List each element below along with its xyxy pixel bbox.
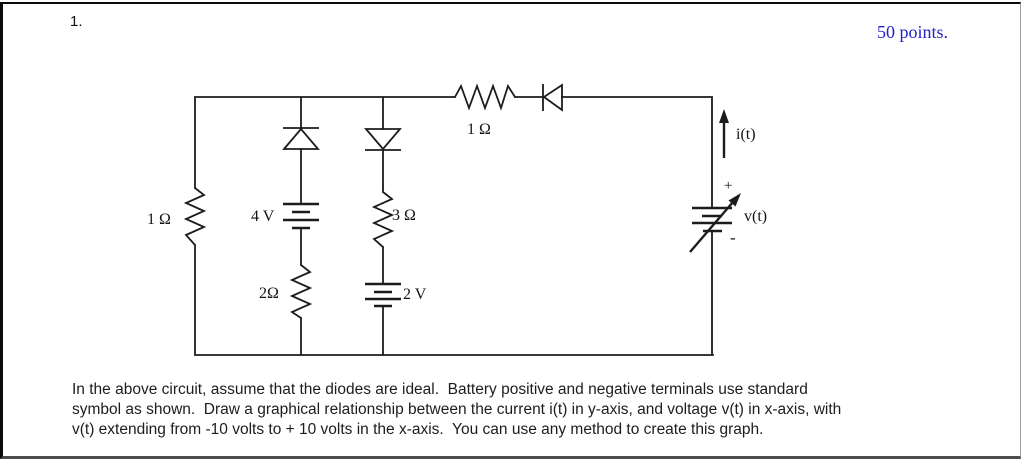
source-arrow-icon: [689, 193, 741, 253]
batteries: [283, 202, 732, 308]
top-resistor-1ohm: [454, 83, 516, 111]
current-arrow-icon: [719, 109, 729, 158]
source-minus-label: -: [730, 228, 736, 247]
diode-down-icon: [364, 128, 402, 151]
battery-2v-icon: [365, 282, 401, 308]
instruction-line-2: symbol as shown. Draw a graphical relati…: [72, 401, 842, 418]
left-resistor-label: 1 Ω: [147, 211, 171, 228]
circuit-wires: [194, 96, 714, 356]
problem-number: 1.: [70, 13, 83, 30]
left-resistor-1ohm: [183, 187, 207, 246]
resistor-3ohm-label: 3 Ω: [392, 207, 416, 224]
resistor-3ohm: [371, 191, 395, 248]
resistor-2ohm: [289, 264, 313, 319]
source-plus-label: +: [724, 178, 733, 194]
variable-source-icon: [692, 206, 732, 233]
resistor-2ohm-label: 2Ω: [259, 285, 279, 302]
top-resistor-label: 1 Ω: [467, 121, 491, 138]
battery-4v-label: 4 V: [251, 208, 275, 225]
instruction-line-1: In the above circuit, assume that the di…: [72, 381, 808, 398]
points-label: 50 points.: [877, 22, 949, 42]
page-border: [0, 2, 1021, 459]
voltage-label: v(t): [744, 208, 768, 225]
wire-network: [194, 96, 714, 356]
battery-2v-label: 2 V: [403, 286, 427, 303]
diodes: [282, 83, 563, 151]
diode-up-icon: [282, 127, 320, 150]
instruction-line-3: v(t) extending from -10 volts to + 10 vo…: [72, 421, 764, 438]
problem-instructions: In the above circuit, assume that the di…: [72, 380, 841, 440]
battery-4v-icon: [283, 202, 319, 230]
diode-left-icon: [542, 83, 563, 112]
resistors: [183, 83, 516, 319]
current-label: i(t): [736, 126, 756, 143]
